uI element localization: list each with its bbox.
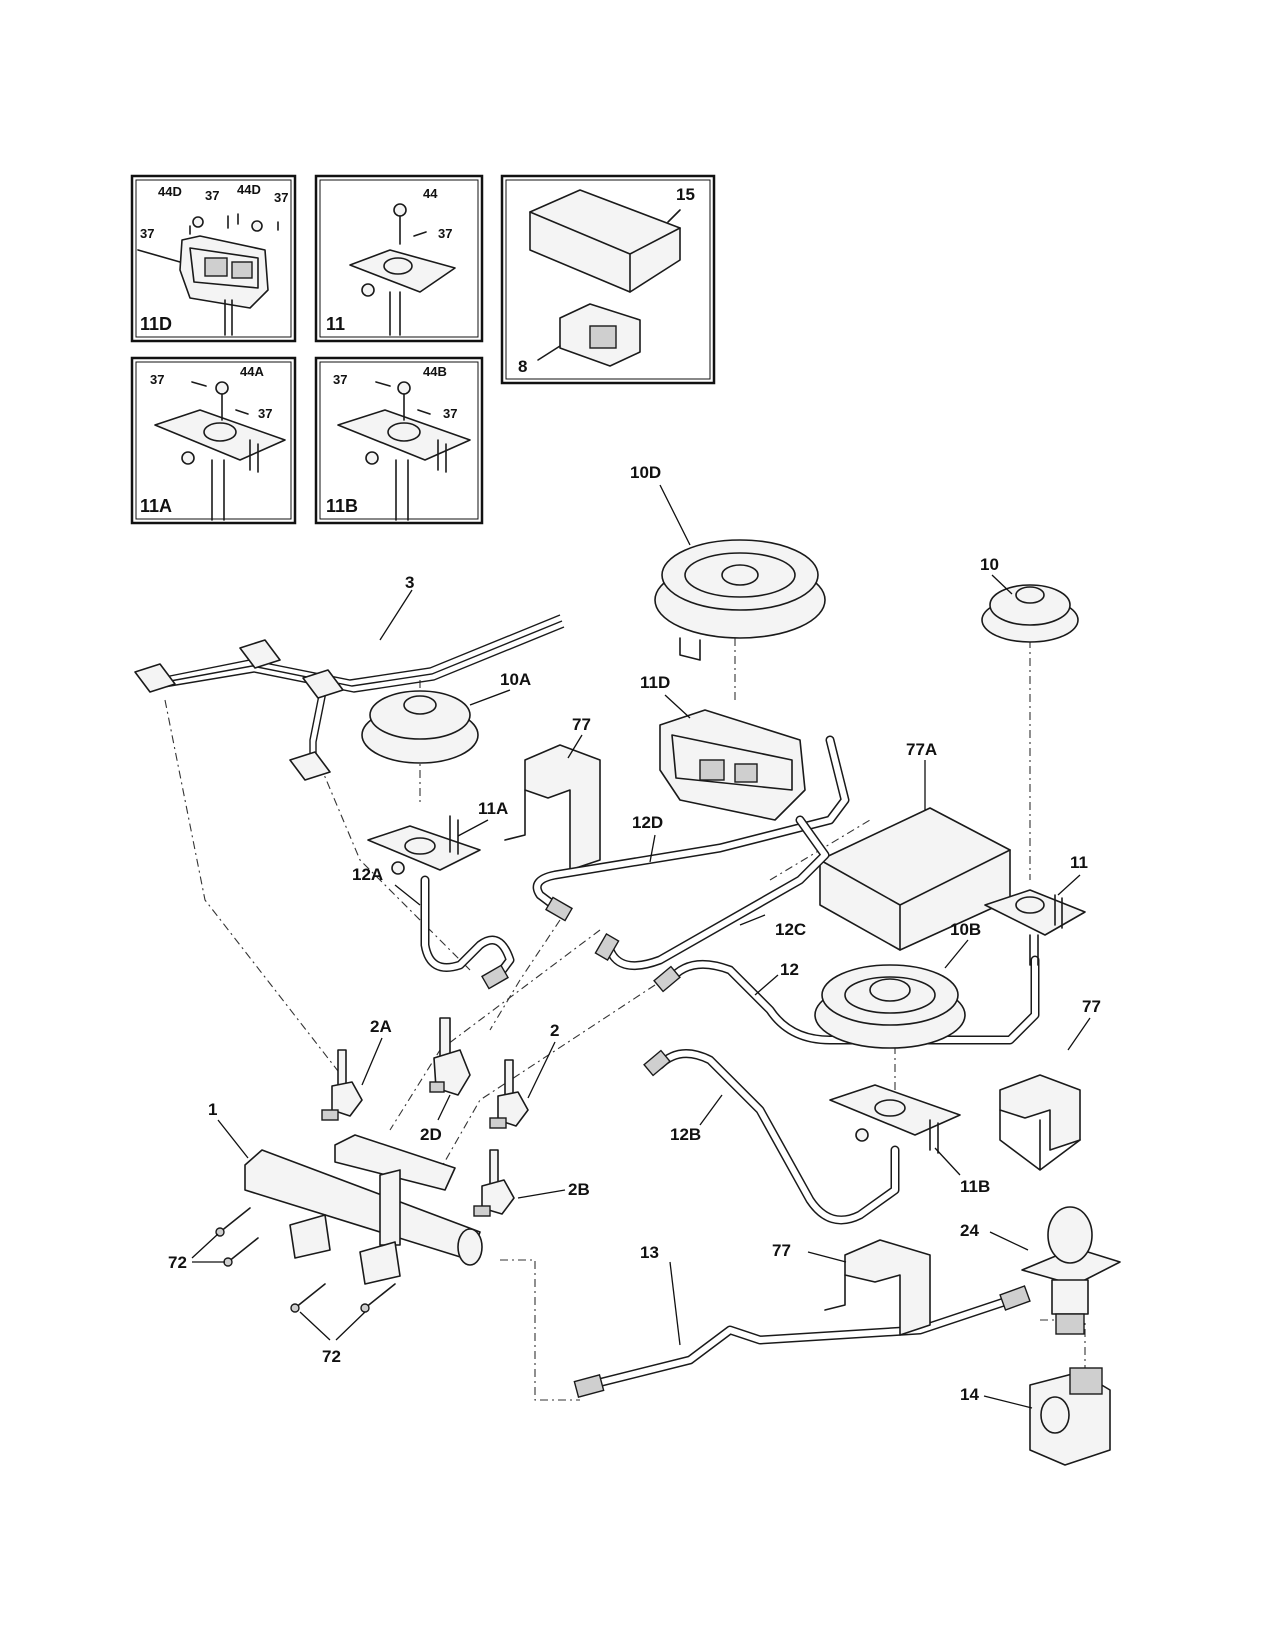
callout-2: 2 (550, 1021, 559, 1040)
callout-77-upper: 77 (572, 715, 591, 734)
tube-fittings (481, 896, 1031, 1398)
inset-11d-callout-37-right: 37 (274, 190, 288, 205)
inset-11-title: 11 (326, 314, 345, 334)
bracket-77-right: 77 (999, 997, 1101, 1171)
tubes (420, 735, 1040, 1390)
inset-11d-callout-44d-left: 44D (158, 184, 182, 199)
callout-12c: 12C (775, 920, 806, 939)
callout-24: 24 (960, 1221, 979, 1240)
callout-14: 14 (960, 1385, 979, 1404)
callout-2a: 2A (370, 1017, 392, 1036)
inset-11a: 37 44A 37 11A (130, 356, 297, 525)
inset-module: 15 8 (500, 174, 716, 385)
callout-12: 12 (780, 960, 799, 979)
burner-10: 10 (980, 555, 1079, 643)
callout-11a: 11A (478, 799, 508, 818)
callout-3: 3 (405, 573, 414, 592)
inset-11d-callout-44d-right: 44D (237, 182, 261, 197)
inset-11: 44 37 11 (314, 174, 484, 343)
tube-callouts: 12D 12A 12C 12 12B 13 (352, 813, 806, 1346)
bracket-77-upper: 77 (504, 715, 601, 871)
mount-11b: 11B (829, 1084, 990, 1196)
valve-2a: 2A (321, 1017, 392, 1121)
callout-72-bottom: 72 (322, 1347, 341, 1366)
mount-11d: 11D (640, 673, 806, 821)
inset-11d-callout-37-left: 37 (140, 226, 154, 241)
callout-11: 11 (1070, 853, 1088, 872)
manifold-1: 1 (208, 1100, 483, 1285)
burner-10d: 10D (630, 463, 826, 661)
burner-10b: 10B (814, 920, 981, 1049)
mount-11a: 11A (367, 799, 508, 875)
callout-10a: 10A (500, 670, 531, 689)
inset-11d-callout-37-top: 37 (205, 188, 219, 203)
inset-11d: 44D 37 44D 37 37 11D (130, 174, 297, 343)
callout-10b: 10B (950, 920, 981, 939)
plate-77a: 77A (819, 740, 1011, 951)
callout-11d: 11D (640, 673, 670, 692)
callout-72-left: 72 (168, 1253, 187, 1272)
callout-12b: 12B (670, 1125, 701, 1144)
valve-2d: 2D (420, 1017, 471, 1144)
callout-77-right: 77 (1082, 997, 1101, 1016)
inset-11b-callout-37-left: 37 (333, 372, 347, 387)
regulator-24: 24 (960, 1206, 1121, 1335)
callout-10: 10 (980, 555, 999, 574)
callout-1: 1 (208, 1100, 217, 1119)
inset-11b-title: 11B (326, 496, 358, 516)
inset-callout-15: 15 (676, 185, 695, 204)
inset-callout-8: 8 (518, 357, 527, 376)
inset-11b-callout-44b: 44B (423, 364, 447, 379)
bracket-77-lower: 77 (772, 1239, 931, 1336)
regulator-body-14: 14 (960, 1367, 1111, 1466)
inset-11a-callout-37-right: 37 (258, 406, 272, 421)
inset-11b: 37 44B 37 11B (314, 356, 484, 525)
callout-13: 13 (640, 1243, 659, 1262)
valve-2b: 2B (473, 1149, 590, 1217)
callout-77a: 77A (906, 740, 937, 759)
callout-12a: 12A (352, 865, 383, 884)
valve-2: 2 (489, 1021, 559, 1129)
inset-11a-callout-37-left: 37 (150, 372, 164, 387)
screws-72: 72 72 (168, 1207, 396, 1366)
inset-11d-title: 11D (140, 314, 172, 334)
callout-12d: 12D (632, 813, 663, 832)
callout-10d: 10D (630, 463, 661, 482)
inset-11-callout-44: 44 (423, 186, 438, 201)
callout-11b: 11B (960, 1177, 990, 1196)
callout-77-lower: 77 (772, 1241, 791, 1260)
callout-2b: 2B (568, 1180, 590, 1199)
callout-2d: 2D (420, 1125, 442, 1144)
mount-11: 11 (984, 853, 1088, 966)
inset-11a-callout-44a: 44A (240, 364, 264, 379)
inset-11-callout-37: 37 (438, 226, 452, 241)
burner-10a: 10A (361, 670, 531, 764)
inset-11b-callout-37-right: 37 (443, 406, 457, 421)
wire-harness: 3 (134, 573, 565, 781)
inset-11a-title: 11A (140, 496, 172, 516)
